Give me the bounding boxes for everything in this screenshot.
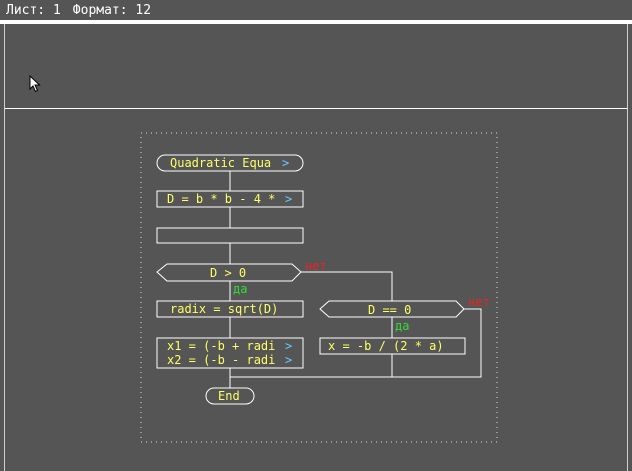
assign-d-label: D = b * b - 4 * [167,192,275,206]
start-block[interactable]: Quadratic Equa > [156,154,304,172]
connector-lines [229,171,482,388]
roots-block-shape [156,337,304,369]
no-label: нет [468,295,490,309]
mouse-pointer-icon [29,75,41,93]
x2-label: x2 = (-b - radi [167,353,275,367]
condition-d-eq-0[interactable]: D == 0 да нет [319,295,490,333]
condition-d-gt-0-shape [156,263,302,282]
status-divider [0,20,632,24]
start-block-label: Quadratic Equa [170,156,271,170]
single-root-block[interactable]: x = -b / (2 * a) [319,337,466,355]
end-block-label: End [218,389,240,403]
end-block[interactable]: End [205,387,255,405]
yes-label: да [233,282,247,296]
overflow-marker: > [285,353,292,367]
frame-right-border [627,24,628,471]
condition-d-gt-0[interactable]: D > 0 да нет [156,259,327,296]
frame-left-border [4,24,5,471]
single-root-label: x = -b / (2 * a) [328,339,444,353]
condition-d-eq-0-shape [319,300,465,318]
canvas-dotted-border [140,132,498,443]
x1-label: x1 = (-b + radi [167,339,275,353]
no-label: нет [305,259,327,273]
assign-d-block-shape [156,190,304,208]
sheet-indicator: Лист: 1 [6,3,61,18]
single-root-block-shape [319,337,466,355]
end-block-shape [205,387,255,405]
overflow-marker: > [285,339,292,353]
start-block-shape [156,154,304,172]
roots-block[interactable]: x1 = (-b + radi > x2 = (-b - radi > [156,337,304,369]
radix-block[interactable]: radix = sqrt(D) [156,300,304,318]
empty-block[interactable] [156,227,304,244]
overflow-marker: > [285,192,292,206]
assign-d-block[interactable]: D = b * b - 4 * > [156,190,304,208]
overflow-marker: > [282,156,289,170]
condition-d-eq-0-label: D == 0 [368,303,411,317]
status-bar: Лист: 1 Формат: 12 [0,0,632,22]
radix-label: radix = sqrt(D) [170,302,278,316]
empty-block-shape [156,227,304,244]
condition-d-gt-0-label: D > 0 [210,266,246,280]
edit-panel[interactable] [5,24,627,109]
yes-label: да [395,319,409,333]
radix-block-shape [156,300,304,318]
format-indicator: Формат: 12 [72,3,152,18]
